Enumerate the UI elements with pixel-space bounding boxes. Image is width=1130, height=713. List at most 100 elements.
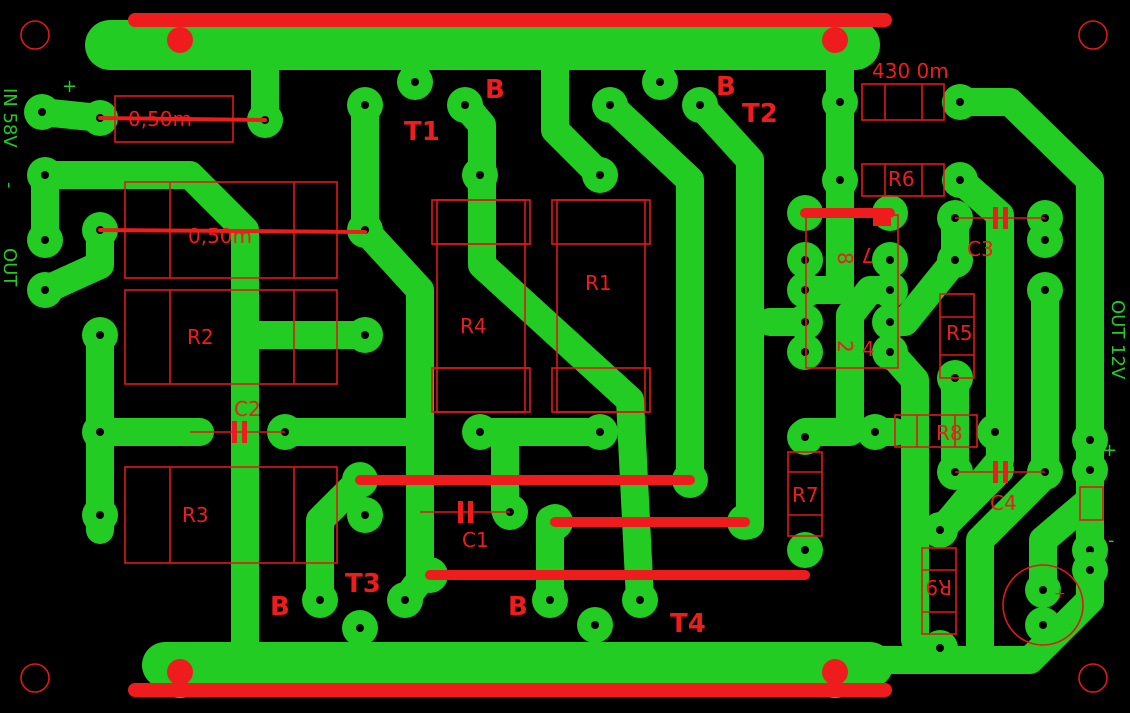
solder-pad [1072,552,1108,588]
r430-label: 430 0m [872,59,949,83]
c2-symbol [190,421,285,443]
r9-outline [921,547,957,635]
solder-pad [922,630,958,666]
solder-pad [577,607,613,643]
c1-symbol [420,501,510,523]
solder-pad [347,317,383,353]
copper-trace [541,36,614,189]
solder-pad [82,414,118,450]
ic-pin2-label: 2 [833,340,857,353]
solder-pad [302,582,338,618]
solder-pad [622,582,658,618]
solder-pad [462,157,498,193]
copper-trace [686,91,764,539]
solder-pad [942,84,978,120]
solder-pad [872,242,908,278]
ic-pin8-label: 8 [833,252,857,265]
r8-label: R8 [936,421,963,445]
r6-label: R6 [888,167,915,191]
shunt-mid-label: 0,50m [188,224,252,248]
solder-pad [447,87,483,123]
r3-label: R3 [182,503,209,527]
r2-label: R2 [187,325,214,349]
solder-pad [857,414,893,450]
ic-pin1-marker [873,218,891,226]
solder-pad [937,242,973,278]
solder-pad [462,414,498,450]
solder-pad [872,272,908,308]
solder-pad [787,419,823,455]
cap-plus-label: + [1054,586,1066,602]
wire-jumpers [98,13,895,697]
out-plus-label: + [1102,440,1117,461]
t1-base-label: B [485,75,505,105]
solder-pad [532,582,568,618]
r7-outline [787,451,823,537]
silkscreen: 0,50m 0,50m 430 0m R1 R2 R3 R4 R5 R6 R7 … [0,13,1128,697]
c4-symbol [955,461,1045,483]
t2-base-label: B [716,72,736,102]
copper-trace [966,276,1059,664]
solder-pad [977,414,1013,450]
solder-pad [787,304,823,340]
r5-outline [939,293,975,379]
fuse-outline [1079,486,1104,521]
input-plus-label: + [62,76,77,97]
t3-label: T3 [345,569,381,599]
electrolytic-capacitor-outline [1002,564,1084,646]
solder-pad [397,64,433,100]
solder-pad [1072,422,1108,458]
copper-trace [306,466,374,614]
mounting-hole [20,20,50,50]
solder-pad [787,334,823,370]
input-label: IN 58V [0,88,20,148]
solder-pad [582,414,618,450]
t4-label: T4 [670,609,706,639]
solder-pad [582,157,618,193]
t4-base-label: B [508,592,528,622]
c3-label: C3 [967,237,994,261]
solder-pad [822,84,858,120]
out-minus-label: - [1108,530,1115,551]
solder-pad [24,94,60,130]
shunt-wire [98,116,267,122]
solder-pad [27,157,63,193]
solder-pad [27,272,63,308]
solder-pad [787,272,823,308]
solder-pad [1025,607,1061,643]
t1-label: T1 [404,117,440,147]
solder-pad [387,582,423,618]
t2-label: T2 [742,99,778,129]
solder-pad [342,610,378,646]
c1-label: C1 [462,528,489,552]
mounting-hole [1078,663,1108,693]
solder-pad [82,497,118,533]
solder-pad [642,64,678,100]
r8-outline [894,414,978,448]
c4-label: C4 [990,491,1017,515]
solder-pad [1025,572,1061,608]
copper-trace [876,338,929,654]
t3-base-label: B [270,592,290,622]
r6-outline [861,163,945,197]
input-minus-label: - [0,182,20,189]
solder-pad [347,87,383,123]
r3-outline [124,466,338,564]
output-right-label: OUT 12V [1107,300,1128,380]
solder-pad [1027,222,1063,258]
r430-outline [861,83,945,121]
copper-trace [31,161,259,679]
ic-pin4-label: 4 [862,337,875,361]
copper-pads [24,14,1108,698]
solder-pad [872,304,908,340]
solder-pad [787,532,823,568]
solder-pad [27,222,63,258]
solder-pad [787,242,823,278]
solder-pad [942,162,978,198]
solder-pad [347,497,383,533]
solder-pad [822,162,858,198]
copper-trace [596,91,704,494]
r1-label: R1 [585,271,612,295]
output-left-label: OUT [0,248,20,287]
